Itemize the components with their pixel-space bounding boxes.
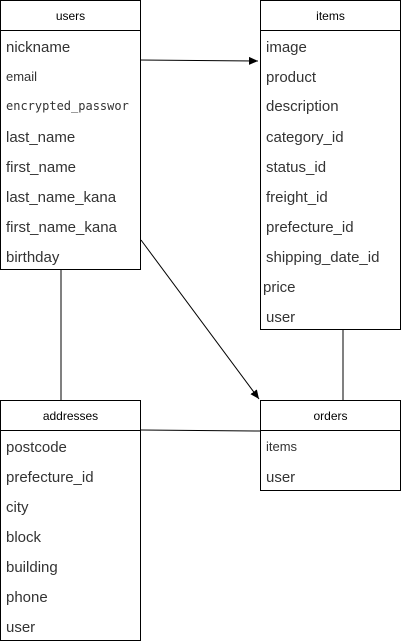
users-to-orders-arrow: [140, 239, 260, 400]
users-field-last-name: last_name: [6, 129, 76, 146]
addresses-orders-line: [140, 429, 261, 432]
items-field-prefecture-id: prefecture_id: [266, 219, 354, 236]
users-to-items-arrow: [138, 56, 259, 65]
items-field-freight-id: freight_id: [266, 189, 328, 206]
users-field-last-name-kana: last_name_kana: [6, 189, 117, 206]
items-field-description: description: [266, 98, 339, 115]
users-entity-title: users: [1, 1, 140, 31]
addresses-entity[interactable]: addresses postcode prefecture_id city bl…: [0, 400, 141, 641]
items-entity[interactable]: items image product description category…: [260, 0, 401, 330]
addresses-field-building: building: [6, 559, 58, 576]
users-field-nickname: nickname: [6, 39, 71, 56]
orders-field-user: user: [266, 469, 296, 486]
items-field-price: price: [263, 279, 296, 296]
items-field-status-id: status_id: [266, 159, 327, 176]
addresses-field-block: block: [6, 529, 42, 546]
items-field-user: user: [266, 309, 296, 326]
users-field-encrypted-password: encrypted_passwor: [6, 99, 129, 113]
users-field-email: email: [6, 69, 38, 84]
addresses-field-prefecture-id: prefecture_id: [6, 469, 94, 486]
addresses-entity-title: addresses: [1, 401, 140, 431]
items-field-category-id: category_id: [266, 129, 344, 146]
orders-entity[interactable]: orders items user: [260, 400, 401, 491]
addresses-field-user: user: [6, 619, 36, 636]
orders-entity-title: orders: [261, 401, 400, 431]
addresses-field-city: city: [6, 499, 29, 516]
items-field-image: image: [266, 39, 307, 56]
users-field-birthday: birthday: [6, 249, 60, 266]
users-field-first-name: first_name: [6, 159, 77, 176]
items-field-product: product: [266, 69, 317, 86]
users-field-first-name-kana: first_name_kana: [6, 219, 117, 236]
items-entity-title: items: [261, 1, 400, 31]
orders-field-items: items: [266, 439, 298, 454]
users-entity[interactable]: users nickname email encrypted_passwor l…: [0, 0, 141, 270]
items-field-shipping-date-id: shipping_date_id: [266, 249, 380, 266]
addresses-field-phone: phone: [6, 589, 48, 606]
addresses-field-postcode: postcode: [6, 439, 67, 456]
